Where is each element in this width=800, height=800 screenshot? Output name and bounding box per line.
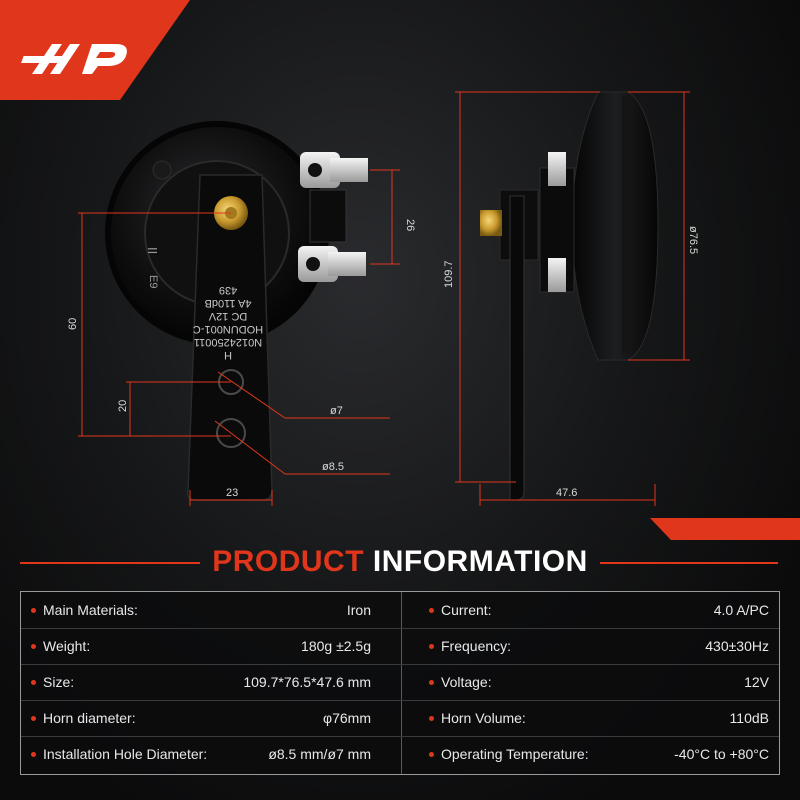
spec-value: 12V xyxy=(744,674,769,690)
horn-mark-e9: E9 xyxy=(147,275,159,288)
spec-label: Horn Volume: xyxy=(441,710,526,726)
spec-label: Operating Temperature: xyxy=(441,746,589,762)
front-dimensions: 26 60 20 ø7 ø8.5 23 xyxy=(67,169,416,506)
spec-label: Horn diameter: xyxy=(43,710,136,726)
dim-60: 60 xyxy=(67,318,79,330)
spec-label: Weight: xyxy=(43,638,91,654)
spec-label: Installation Hole Diameter: xyxy=(43,746,208,762)
bracket-text-5: 4A 110dB xyxy=(205,297,252,309)
dim-phi85: ø8.5 xyxy=(322,461,344,473)
table-row: Horn diameter: φ76mm Horn Volume: 110dB xyxy=(21,700,779,737)
brand-logo xyxy=(21,44,127,74)
spec-value: φ76mm xyxy=(323,710,371,726)
horn-dimension-diagram: H N0124250011 HODUN001-C DC 12V 4A 110dB… xyxy=(0,0,800,540)
side-dimensions: 109.7 ø76.5 47.6 xyxy=(443,91,699,506)
bracket-text-1: H xyxy=(224,349,232,361)
horn-side-view xyxy=(480,91,659,501)
bullet-icon xyxy=(429,608,434,613)
table-row: Installation Hole Diameter: ø8.5 mm/ø7 m… xyxy=(21,736,779,772)
bullet-icon xyxy=(429,716,434,721)
spec-value: 4.0 A/PC xyxy=(713,602,769,618)
spec-value: Iron xyxy=(346,602,371,618)
bullet-icon xyxy=(429,680,434,685)
table-row: Main Materials: Iron Current: 4.0 A/PC xyxy=(21,592,779,629)
corner-accent xyxy=(650,518,800,540)
spec-label: Voltage: xyxy=(441,674,492,690)
bracket-text-6: 439 xyxy=(219,284,237,296)
spec-label: Size: xyxy=(43,674,75,690)
bullet-icon xyxy=(31,644,36,649)
dim-109-7: 109.7 xyxy=(443,260,455,288)
heading-part1: PRODUCT xyxy=(212,545,365,578)
horn-mark-ii: II xyxy=(145,247,160,254)
heading-part2: INFORMATION xyxy=(372,545,588,578)
dim-23: 23 xyxy=(226,487,238,499)
spec-value: -40°C to +80°C xyxy=(674,746,769,762)
spec-value: ø8.5 mm/ø7 mm xyxy=(268,746,371,762)
spec-label: Frequency: xyxy=(441,638,512,654)
spec-value: 430±30Hz xyxy=(705,638,769,654)
dim-20: 20 xyxy=(117,400,129,412)
dim-26: 26 xyxy=(404,219,416,231)
bullet-icon xyxy=(31,680,36,685)
bracket-text-3: HODUN001-C xyxy=(193,323,263,335)
horn-front-view: H N0124250011 HODUN001-C DC 12V 4A 110dB… xyxy=(105,121,368,501)
bracket-text-2: N0124250011 xyxy=(194,336,262,348)
spec-label: Main Materials: xyxy=(43,602,138,618)
spec-value: 110dB xyxy=(729,710,769,726)
bullet-icon xyxy=(31,716,36,721)
spec-table: Main Materials: Iron Current: 4.0 A/PC W… xyxy=(20,591,780,775)
table-row: Size: 109.7*76.5*47.6 mm Voltage: 12V xyxy=(21,664,779,701)
heading-rule-left xyxy=(20,562,200,564)
heading-rule-right xyxy=(600,562,778,564)
spec-value: 109.7*76.5*47.6 mm xyxy=(243,674,371,690)
bullet-icon xyxy=(429,644,434,649)
dim-47-6: 47.6 xyxy=(556,487,577,499)
table-divider xyxy=(401,592,402,774)
product-info-heading: PRODUCT INFORMATION xyxy=(0,545,800,579)
spec-value: 180g ±2.5g xyxy=(301,638,371,654)
bullet-icon xyxy=(31,608,36,613)
bullet-icon xyxy=(31,752,36,757)
table-row: Weight: 180g ±2.5g Frequency: 430±30Hz xyxy=(21,628,779,665)
bullet-icon xyxy=(429,752,434,757)
spec-label: Current: xyxy=(441,602,492,618)
bracket-text-4: DC 12V xyxy=(208,310,247,322)
dim-phi7: ø7 xyxy=(330,405,343,417)
dim-76-5: ø76.5 xyxy=(687,226,699,254)
